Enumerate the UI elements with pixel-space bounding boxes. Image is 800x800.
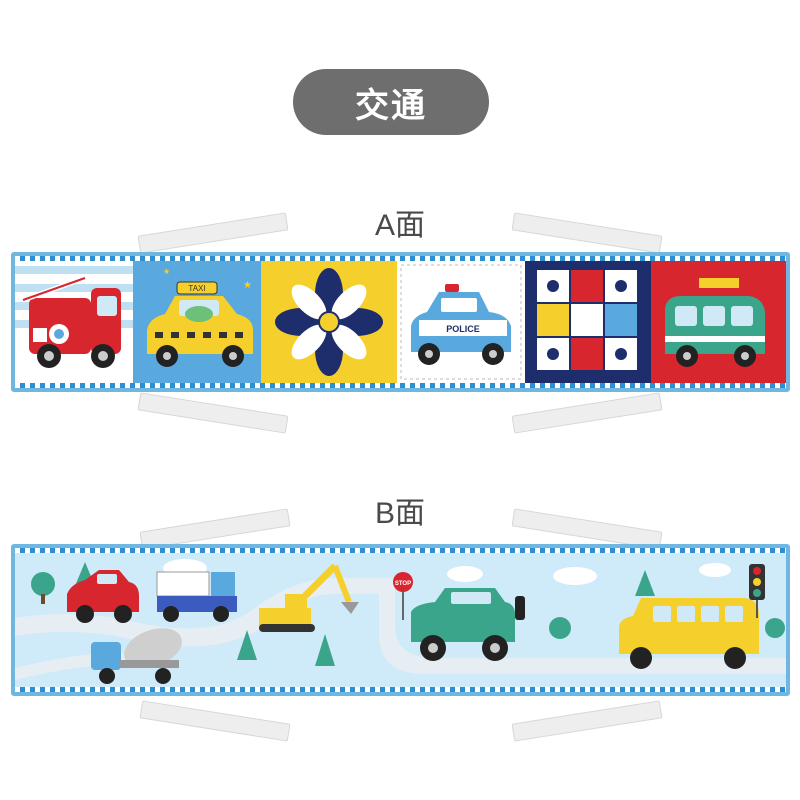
fire-truck-icon: [22, 275, 121, 368]
dump-truck-icon: [156, 571, 237, 622]
stop-sign-icon: STOP: [393, 572, 413, 620]
side-a-panel-strip: ★ ★ TAXI: [11, 252, 790, 392]
panel-bus: [651, 261, 786, 383]
taxi-icon: TAXI: [147, 281, 253, 367]
strap: [511, 392, 663, 434]
school-bus-icon: [619, 598, 759, 669]
bus-icon: [665, 278, 765, 367]
pinwheel-icon: [275, 268, 383, 376]
side-b-scene-strip: STOP: [11, 544, 790, 696]
police-car-icon: POLICE: [411, 284, 511, 365]
cement-mixer-icon: [91, 628, 182, 684]
panel-fire-truck: [15, 261, 133, 383]
side-a-illustration: ★ ★ TAXI: [15, 261, 786, 383]
police-door-text: POLICE: [446, 324, 480, 334]
panel-police-car: POLICE: [397, 261, 525, 383]
side-b-label: B面: [374, 497, 425, 530]
title-text: 交通: [355, 85, 427, 126]
panel-taxi: ★ ★ TAXI: [133, 261, 261, 383]
red-car-icon: [67, 570, 139, 623]
side-b-illustration: STOP: [15, 548, 786, 692]
strap: [137, 392, 289, 434]
traffic-light-icon: [749, 564, 765, 618]
tree-icon: [31, 562, 785, 666]
title-pill: 交通: [293, 69, 489, 135]
color-grid-icon: [537, 270, 637, 370]
strap: [511, 700, 663, 742]
stop-sign-text: STOP: [395, 581, 411, 587]
panel-pinwheel: [261, 261, 397, 383]
jeep-icon: [411, 588, 525, 661]
strap: [139, 700, 291, 742]
excavator-icon: [259, 563, 359, 632]
side-a-label: A面: [374, 209, 425, 242]
taxi-sign-text: TAXI: [188, 284, 205, 293]
svg-text:★: ★: [243, 280, 252, 291]
panel-color-grid: [525, 261, 651, 383]
svg-text:★: ★: [163, 267, 170, 276]
